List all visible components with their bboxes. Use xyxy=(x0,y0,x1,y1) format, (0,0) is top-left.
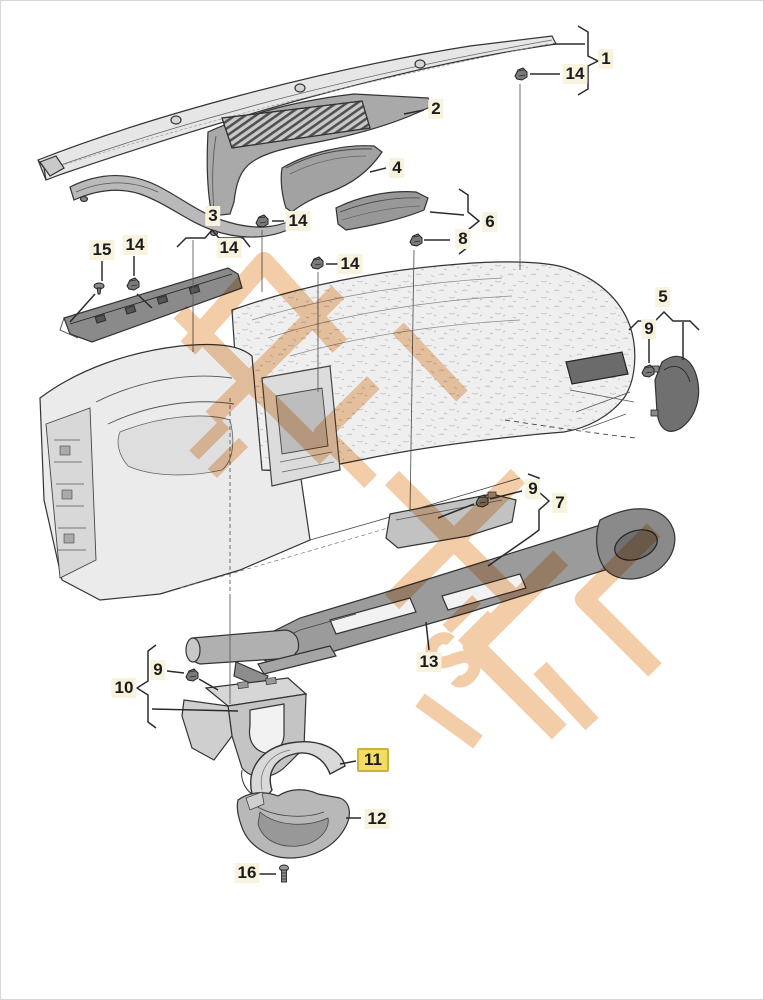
long-reference-lines xyxy=(192,84,521,704)
clip-icon xyxy=(126,277,140,291)
callout-7[interactable]: 7 xyxy=(552,493,568,513)
part-5-end-cap-drawing xyxy=(650,355,700,432)
callout-6[interactable]: 6 xyxy=(482,212,498,232)
callout-9b[interactable]: 9 xyxy=(525,479,541,499)
callout-9a[interactable]: 9 xyxy=(641,319,657,339)
callout-14d[interactable]: 14 xyxy=(337,254,363,274)
clip-icon xyxy=(185,668,199,682)
part-11-upper-shroud-drawing xyxy=(241,741,346,801)
callout-12[interactable]: 12 xyxy=(364,809,390,829)
part-3-mounting-rail-drawing xyxy=(59,267,243,343)
part-12-lower-shroud-drawing xyxy=(236,789,350,859)
callout-9c[interactable]: 9 xyxy=(150,660,166,680)
callout-15[interactable]: 15 xyxy=(89,240,115,260)
clip-icon xyxy=(310,256,324,270)
part-10-cover-drawing xyxy=(181,677,308,778)
pushpin-icon xyxy=(93,282,105,295)
clip-icon xyxy=(409,233,423,247)
callout-1[interactable]: 1 xyxy=(598,49,614,69)
callout-3[interactable]: 3 xyxy=(205,206,221,226)
side-trim-strip-drawing xyxy=(69,175,297,238)
screw-icon xyxy=(278,864,290,883)
callout-14b[interactable]: 14 xyxy=(216,238,242,258)
watermark xyxy=(173,252,662,749)
callout-10[interactable]: 10 xyxy=(111,678,137,698)
callout-13[interactable]: 13 xyxy=(416,652,442,672)
callout-14e[interactable]: 14 xyxy=(122,235,148,255)
callout-11-highlighted[interactable]: 11 xyxy=(357,748,389,772)
part-6-vent-trim-drawing xyxy=(335,191,429,231)
callout-16[interactable]: 16 xyxy=(234,863,260,883)
callout-14c[interactable]: 14 xyxy=(285,211,311,231)
part-2-grille-trim-drawing xyxy=(206,93,433,217)
part-4-trim-drawing xyxy=(280,145,383,213)
callout-2[interactable]: 2 xyxy=(428,99,444,119)
callout-8[interactable]: 8 xyxy=(455,229,471,249)
clip-icon xyxy=(255,214,269,228)
callout-14a[interactable]: 14 xyxy=(562,64,588,84)
callout-5[interactable]: 5 xyxy=(655,287,671,307)
clip-icon xyxy=(641,364,655,378)
callout-4[interactable]: 4 xyxy=(389,158,405,178)
clip-icon xyxy=(514,67,528,81)
